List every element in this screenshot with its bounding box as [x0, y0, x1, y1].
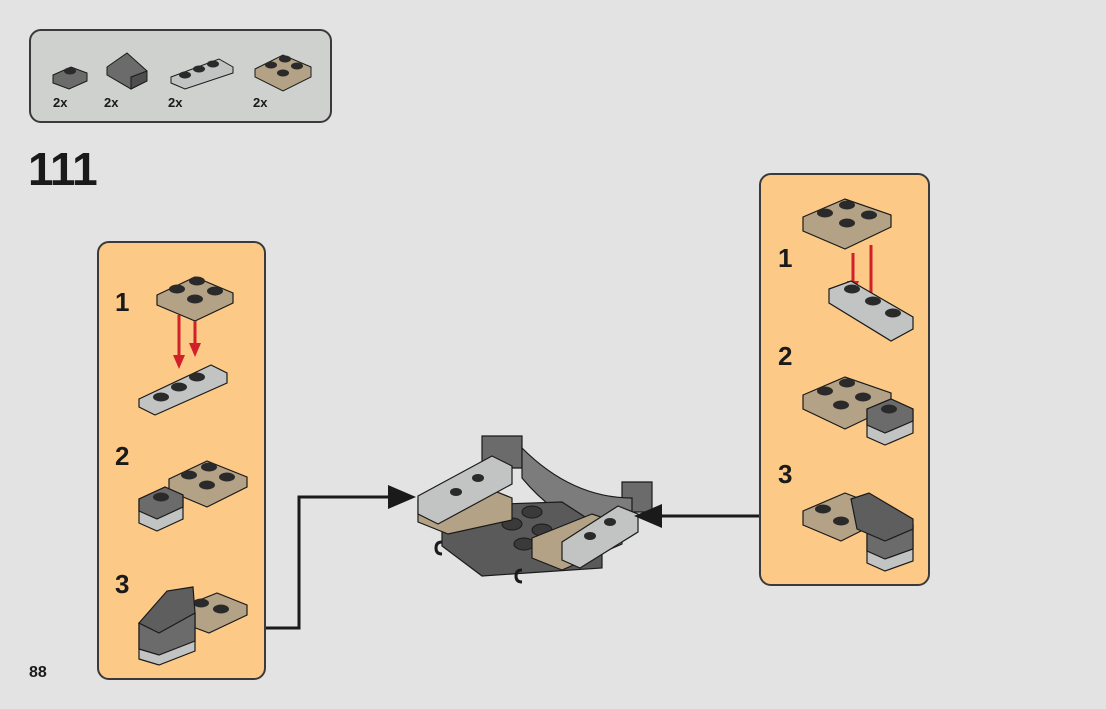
substep-1-illustration [802, 198, 914, 342]
part-qty: 2x [104, 95, 119, 110]
part-plate-2x2-tan [254, 54, 312, 92]
connector-arrow-left [266, 485, 416, 630]
substep-number: 3 [115, 569, 130, 599]
step-number: 111 [28, 143, 98, 195]
part-slope-dark-gray [106, 52, 148, 90]
part-qty: 2x [168, 95, 183, 110]
substep-number: 2 [115, 441, 130, 471]
part-qty: 2x [53, 95, 68, 110]
substep-number: 1 [115, 287, 130, 317]
parts-list-box: 2x 2x 2x 2x [29, 29, 332, 123]
left-subassembly-panel: 1 2 3 [97, 241, 266, 680]
page-number: 88 [29, 664, 47, 681]
substep-2-illustration [802, 376, 914, 446]
part-qty: 2x [253, 95, 268, 110]
substep-number: 3 [778, 459, 793, 489]
substep-number: 2 [778, 341, 793, 371]
substep-1-illustration [138, 276, 234, 416]
part-plate-1x3-light-gray [170, 58, 234, 90]
substep-2-illustration [138, 460, 248, 532]
substep-number: 1 [778, 243, 793, 273]
connector-arrow-right [634, 504, 760, 528]
main-assembly-illustration [417, 435, 653, 584]
right-subassembly-panel: 1 2 3 [759, 173, 930, 586]
substep-3-illustration [802, 492, 914, 572]
part-plate-1x1-dark-gray [52, 66, 88, 90]
substep-3-illustration [138, 586, 248, 666]
